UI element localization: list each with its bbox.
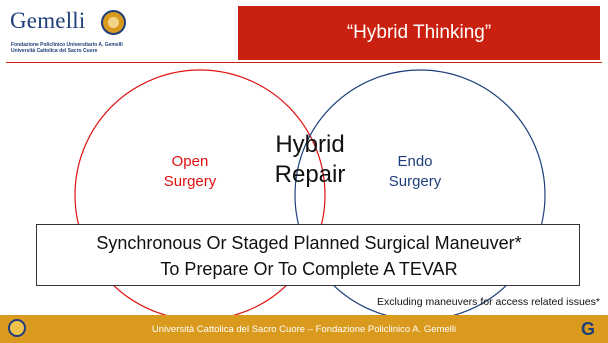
definition-line1: Synchronous Or Staged Planned Surgical M…	[96, 233, 522, 253]
gemelli-logo: Gemelli Fondazione Policlinico Universit…	[6, 6, 236, 68]
hybrid-repair-label: Hybrid Repair	[250, 130, 370, 190]
header-divider	[6, 62, 602, 63]
open-surgery-label-line1: Open	[171, 153, 209, 170]
footnote: Excluding maneuvers for access related i…	[377, 296, 600, 308]
logo-subtitle-line2: Università Cattolica del Sacro Cuore	[11, 48, 98, 54]
hybrid-repair-line2: Repair	[274, 161, 346, 188]
seal-icon	[101, 10, 126, 35]
endo-surgery-label-line1: Endo	[397, 153, 433, 170]
hybrid-repair-line1: Hybrid	[275, 131, 345, 158]
gemelli-mark-icon: G	[580, 319, 595, 339]
footer-bar: Università Cattolica del Sacro Cuore – F…	[0, 315, 608, 343]
logo-wordmark: Gemelli	[10, 8, 86, 33]
logo-subtitle: Fondazione Policlinico Universitario A. …	[11, 42, 161, 54]
logo-subtitle-line1: Fondazione Policlinico Universitario A. …	[11, 42, 123, 48]
endo-surgery-label: Endo Surgery	[370, 152, 460, 192]
footer-text: Università Cattolica del Sacro Cuore – F…	[151, 323, 457, 335]
footer-seal-icon	[8, 319, 26, 337]
definition-box: Synchronous Or Staged Planned Surgical M…	[36, 224, 580, 286]
slide-title: “Hybrid Thinking”	[346, 22, 492, 43]
open-surgery-label: Open Surgery	[145, 152, 235, 192]
definition-line2: To Prepare Or To Complete A TEVAR	[160, 259, 458, 279]
title-bar: “Hybrid Thinking”	[238, 6, 600, 60]
endo-surgery-label-line2: Surgery	[388, 173, 442, 190]
open-surgery-label-line2: Surgery	[163, 173, 217, 190]
